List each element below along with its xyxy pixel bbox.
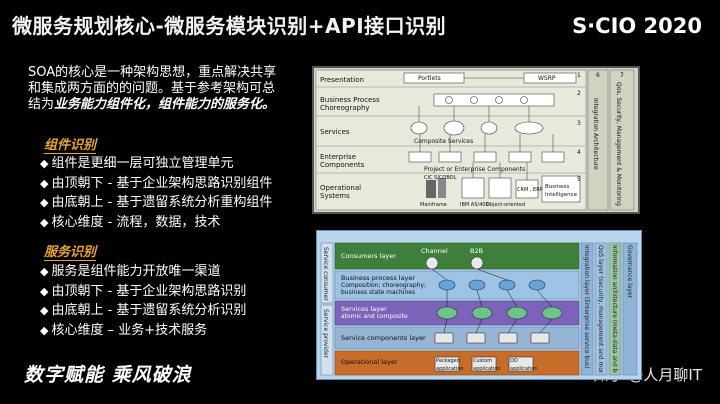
layer-number: 6 xyxy=(596,72,600,79)
project-components-label: Project or Enterprise Components xyxy=(424,166,526,173)
composite-services-label: Composite Services xyxy=(414,138,474,145)
intro-emphasis: 业务能力组件化，组件能力的服务化。 xyxy=(54,97,276,112)
custom-application-label: Custom application xyxy=(473,358,501,372)
list-item: 由底朝上 - 基于遗留系统分析重构组件 xyxy=(40,193,272,213)
packaged-application-label: Packaged application xyxy=(436,358,464,372)
layer-business-process: Business Process Choreography xyxy=(320,96,380,112)
business-process-layer-label: Business process layer xyxy=(341,274,416,282)
layer-number: 4 xyxy=(577,149,581,156)
layer-number: 3 xyxy=(577,120,581,127)
layer-number: 2 xyxy=(577,90,581,97)
layer-operational-systems: Operational Systems xyxy=(320,184,362,200)
service-consumer-label: Service consumer xyxy=(322,247,329,301)
soa-layered-diagram: Consumers layer Business process layer C… xyxy=(316,230,642,380)
portlets-label: Portlets xyxy=(418,75,441,82)
qos-layer-label: QoS layer (security, management and moni… xyxy=(597,245,604,373)
list-item: 由顶朝下 - 基于企业架构思路识别 xyxy=(40,282,246,302)
service-components-layer-label: Service components layer xyxy=(341,334,426,342)
layered-diagram-graphics xyxy=(320,242,638,376)
soa-reference-diagram: Presentation Business Process Choreograp… xyxy=(312,66,640,214)
ibm-as400-label: IBM AS/400 xyxy=(460,202,489,208)
integration-layer-label: Integration layer (Enterprise service bu… xyxy=(583,245,590,369)
business-intelligence-label: Business Intelligence xyxy=(545,184,578,198)
business-process-sub2: business state machines xyxy=(341,289,416,296)
layer-number: 1 xyxy=(577,72,581,79)
object-oriented-label: Object-oriented xyxy=(486,202,526,208)
mainframe-label: Mainframe xyxy=(420,202,447,208)
intro-line-3-prefix: 结为 xyxy=(28,97,55,112)
integration-architecture-label: Integration Architecture xyxy=(592,98,599,170)
cics-cobol-label: CIC S/COBOL xyxy=(424,175,457,181)
qos-security-label: Qos, Security, Management & Monitoring xyxy=(615,82,622,206)
service-provider-label: Service provider xyxy=(322,309,329,359)
business-process-sub1: Composition; choreography; xyxy=(341,282,427,289)
operational-layer-label: Operational layer xyxy=(341,358,398,366)
intro-line-2: 和集成两方面的的问题。基于参考架构可总 xyxy=(28,81,276,96)
layer-number: 7 xyxy=(620,72,624,79)
crm-erp-label: CRM , ERP xyxy=(517,187,543,193)
section-title-services: 服务识别 xyxy=(44,241,97,261)
section-title-components: 组件识别 xyxy=(44,134,97,154)
list-item: 核心维度 - 流程，数据，技术 xyxy=(40,213,272,233)
layer-number: 5 xyxy=(577,176,581,183)
b2b-label: B2B xyxy=(470,247,484,255)
list-item: 服务是组件能力开放唯一渠道 xyxy=(40,262,246,282)
slide-title: 微服务规划核心-微服务模块识别+API接口识别 xyxy=(12,14,447,38)
slogan: 数字赋能 乘风破浪 xyxy=(24,364,192,386)
services-layer-label: Services layer xyxy=(341,305,387,313)
consumers-layer-label: Consumers layer xyxy=(341,252,396,260)
layer-enterprise-components: Enterprise Components xyxy=(320,153,365,169)
intro-text: SOA的核心是一种架构思想，重点解决共享 和集成两方面的的问题。基于参考架构可总… xyxy=(28,65,290,113)
services-layer-sub: atomic and composite xyxy=(341,313,408,320)
information-architecture-label: Information architecture (meta-data and … xyxy=(611,245,618,373)
list-item: 由底朝上 - 基于遗留系统分析识别 xyxy=(40,301,246,321)
governance-layer-label: Governance layer xyxy=(626,245,633,299)
layer-presentation: Presentation xyxy=(320,76,364,84)
list-item: 核心维度 – 业务+技术服务 xyxy=(40,321,246,341)
component-bullet-list: 组件是更细一层可独立管理单元 由顶朝下 - 基于企业架构思路识别组件 由底朝上 … xyxy=(40,154,272,232)
list-item: 由顶朝下 - 基于企业架构思路识别组件 xyxy=(40,174,272,194)
service-bullet-list: 服务是组件能力开放唯一渠道 由顶朝下 - 基于企业架构思路识别 由底朝上 - 基… xyxy=(40,262,246,340)
channel-label: Channel xyxy=(421,247,448,255)
intro-line-1: SOA的核心是一种架构思想，重点解决共享 xyxy=(28,65,277,80)
intro-line-3: 结为业务能力组件化，组件能力的服务化。 xyxy=(28,97,290,113)
list-item: 组件是更细一层可独立管理单元 xyxy=(40,154,272,174)
oo-application-label: OO application xyxy=(510,358,538,372)
soa-diagram-graphics xyxy=(315,69,635,211)
wsrp-label: WSRP xyxy=(538,75,556,82)
layer-services: Services xyxy=(320,128,350,136)
brand-logo: S·CIO 2020 xyxy=(572,14,702,38)
